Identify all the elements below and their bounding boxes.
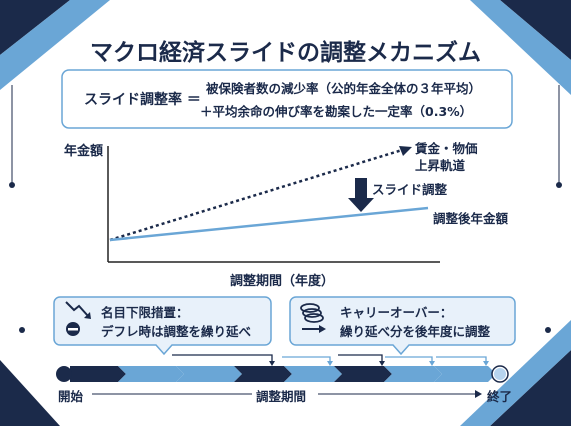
- timeline-start-label: 開始: [58, 389, 84, 404]
- timeline-end-node-inner: [494, 368, 506, 380]
- adjusted-pension-label: 調整後年金額: [433, 211, 509, 226]
- corner-bottom-left-dark: [0, 360, 60, 426]
- callout-left-box: [53, 296, 272, 356]
- side-dot-right-low: [545, 327, 551, 333]
- timeline-bar: [70, 366, 496, 382]
- y-axis-label: 年金額: [64, 144, 104, 159]
- upper-line-label-2: 上昇軌道: [415, 158, 466, 173]
- spring-coil-icon: [300, 303, 326, 333]
- side-dot-left-low: [19, 327, 25, 333]
- corner-top-right-light: [470, 0, 571, 95]
- callout-right-body: 繰り延べ分を後年度に調整: [340, 324, 491, 339]
- carry-over-brackets: [172, 354, 489, 366]
- timeline-end-label: 終了: [487, 389, 513, 404]
- formula-line-1: 被保険者数の減少率（公的年金全体の３年平均）: [206, 81, 482, 96]
- side-dot-right: [556, 182, 562, 188]
- page-title: マクロ経済スライドの調整メカニズム: [90, 40, 481, 66]
- slide-adjustment-label: スライド調整: [372, 182, 448, 197]
- callout-left-body: デフレ時は調整を繰り延べ: [101, 324, 252, 339]
- callout-right-title: キャリーオーバー：: [340, 305, 453, 320]
- upper-trajectory-line: [109, 148, 403, 242]
- formula-lhs: スライド調整率 ＝: [84, 92, 201, 108]
- upper-trajectory-arrowhead: [399, 146, 412, 156]
- slide-arrow-shaft: [355, 178, 367, 198]
- period-axis-arrowhead: [475, 390, 482, 398]
- slide-arrow-head: [348, 198, 374, 212]
- falling-arrow-icon: [65, 301, 91, 336]
- formula-box: [61, 69, 513, 129]
- side-dot-left: [9, 182, 15, 188]
- callout-right-box: [289, 296, 516, 356]
- corner-top-left-light: [0, 0, 110, 90]
- upper-line-label-1: 賃金・物価: [415, 141, 478, 156]
- formula-line-2: ＋平均余命の伸び率を勘案した一定率（0.3%）: [200, 104, 473, 119]
- adjusted-pension-line: [109, 206, 429, 242]
- timeline-start-node: [56, 366, 72, 382]
- timeline-middle-label: 調整期間: [256, 389, 307, 404]
- callout-left-title: 名目下限措置：: [101, 305, 189, 320]
- x-axis-label: 調整期間（年度）: [230, 274, 335, 289]
- corner-bottom-right-light: [460, 320, 571, 426]
